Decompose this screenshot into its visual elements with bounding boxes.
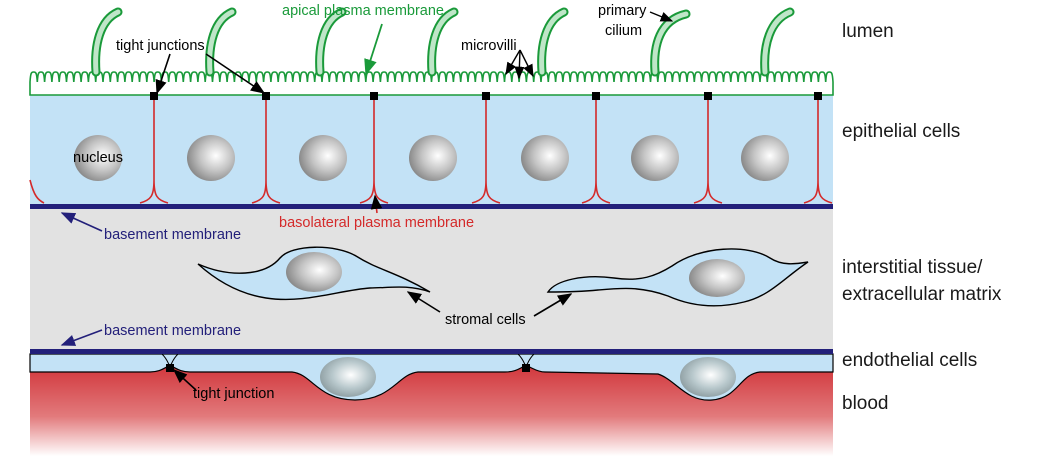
primary-cilium-core <box>652 11 689 75</box>
apical-plasma-membrane-label: apical plasma membrane <box>282 3 444 19</box>
epithelial-tight-junction <box>592 92 600 100</box>
endothelial-tight-junction <box>166 364 174 372</box>
epithelial-tight-junction <box>262 92 270 100</box>
epithelial-basement-membrane <box>30 204 833 209</box>
basolateral-membrane <box>581 95 611 204</box>
stromal-nucleus-right <box>689 259 745 297</box>
region-extracellular-matrix: extracellular matrix <box>842 284 1002 305</box>
basement-membrane-arrow-top <box>60 212 103 232</box>
stromal-cells-arrow-right <box>533 293 573 317</box>
apical-membrane-arrow <box>364 23 383 76</box>
basement-membrane-arrow-bottom <box>60 329 103 346</box>
tight-junction-label: tight junction <box>193 386 274 402</box>
microvilli-label: microvilli <box>461 38 517 54</box>
basolateral-membrane <box>803 95 833 204</box>
primary-cilium-label: cilium <box>605 23 642 39</box>
nucleus-label: nucleus <box>73 150 123 166</box>
microvilli-arrow <box>505 49 521 76</box>
epithelial-nucleus <box>631 135 679 181</box>
tight-junctions-label: tight junctions <box>116 38 205 54</box>
basolateral-membrane <box>693 95 723 204</box>
basement-membrane-label-bottom: basement membrane <box>104 323 241 339</box>
primary-cilium-arrow <box>649 11 674 22</box>
epithelial-nuclei <box>74 135 789 181</box>
region-endothelial-cells: endothelial cells <box>842 350 977 371</box>
stromal-nucleus-left <box>286 252 342 292</box>
epithelial-tight-junction <box>482 92 490 100</box>
tight-junction-arrow <box>172 369 197 391</box>
epithelial-tight-junction <box>370 92 378 100</box>
epithelial-nucleus <box>299 135 347 181</box>
epithelial-nucleus <box>409 135 457 181</box>
primary-cilium-core <box>762 9 793 75</box>
endothelial-nucleus <box>680 357 736 397</box>
lateral-membranes <box>29 92 833 204</box>
region-lumen: lumen <box>842 21 894 42</box>
stromal-cells-arrow-left <box>406 291 441 313</box>
epithelial-nucleus <box>187 135 235 181</box>
primary-cilium-core <box>429 9 457 75</box>
epithelial-nucleus <box>741 135 789 181</box>
basolateral-membrane <box>471 95 501 204</box>
primary-cilia <box>91 7 795 77</box>
basement-membrane-label-top: basement membrane <box>104 227 241 243</box>
primary-cilium-core <box>207 9 235 75</box>
microvilli-arrow <box>519 49 534 78</box>
endothelial-cell-layer <box>29 353 834 401</box>
primary-cilium-label: primary <box>598 3 647 19</box>
epithelial-tight-junction <box>704 92 712 100</box>
primary-cilium-core <box>93 9 121 75</box>
tight-junctions-arrow-right <box>205 53 266 94</box>
region-interstitial-tissue: interstitial tissue/ <box>842 257 983 278</box>
basolateral-plasma-membrane-label: basolateral plasma membrane <box>279 215 474 231</box>
region-epithelial-cells: epithelial cells <box>842 121 960 142</box>
microvilli-arrow <box>514 49 525 80</box>
stromal-cells-label: stromal cells <box>445 312 526 328</box>
endothelial-tight-junction <box>522 364 530 372</box>
stromal-cell-right <box>546 248 809 307</box>
epithelial-nucleus <box>74 135 122 181</box>
endothelial-basement-membrane <box>30 349 833 354</box>
basolateral-membrane-arrow <box>370 194 383 214</box>
endothelial-nucleus <box>320 357 376 397</box>
epithelial-tight-junction <box>150 92 158 100</box>
epithelial-tight-junction <box>814 92 822 100</box>
basolateral-membrane <box>29 179 45 204</box>
primary-cilium-core <box>539 9 567 75</box>
epithelial-nucleus <box>521 135 569 181</box>
basolateral-membrane <box>251 95 281 204</box>
primary-cilium-core <box>317 9 345 75</box>
basolateral-membrane <box>139 95 169 204</box>
tight-junctions-arrow-left <box>155 53 171 95</box>
region-blood: blood <box>842 393 889 414</box>
